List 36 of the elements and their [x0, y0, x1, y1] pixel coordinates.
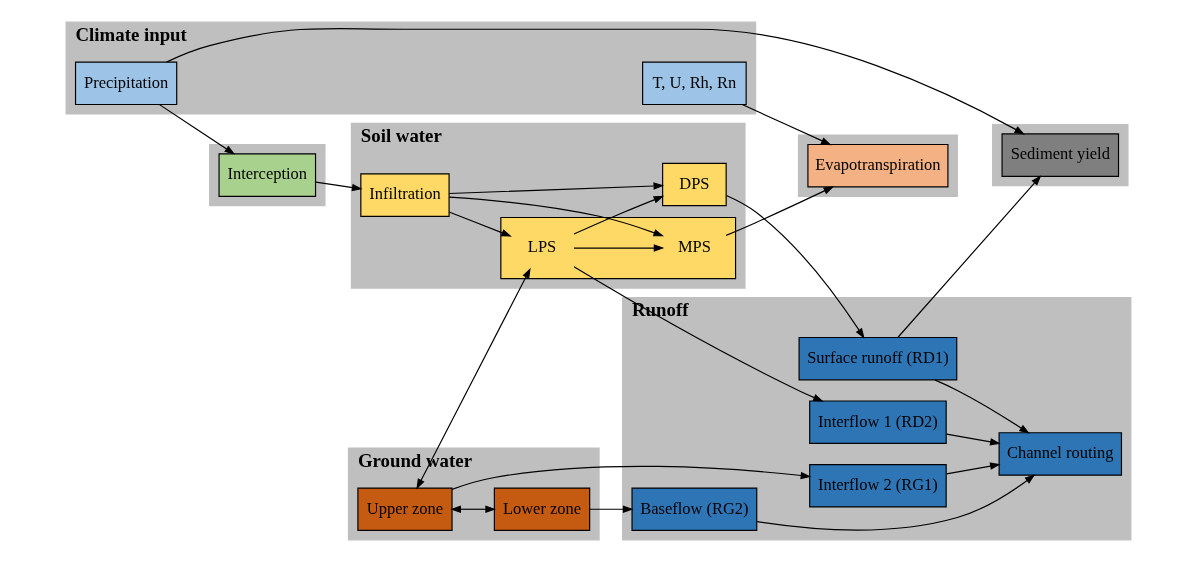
arrow: [897, 175, 1042, 338]
arrow: [946, 462, 1001, 475]
node-box: Precipitation: [74, 61, 178, 106]
node-box: Interflow 2 (RG1): [809, 463, 947, 508]
node-text: MPS: [677, 237, 711, 257]
node-box: Interflow 1 (RD2): [809, 400, 947, 444]
arrow: [946, 433, 1001, 446]
arrow: [573, 244, 665, 252]
arrow: [315, 181, 363, 192]
arrow: [448, 182, 665, 195]
arrow: [448, 196, 664, 237]
arrow: [573, 266, 824, 402]
node-box: Interception: [218, 153, 317, 197]
arrow: [934, 379, 1030, 434]
node-box: DPS: [662, 162, 727, 207]
arrow: [451, 465, 812, 490]
arrow: [448, 211, 512, 237]
node-box: Evapotranspiration: [807, 143, 949, 188]
arrow: [573, 195, 665, 235]
arrow: [416, 267, 531, 490]
node-box: Upper zone: [357, 487, 453, 531]
node-box: Baseflow (RG2): [631, 487, 758, 531]
arrow: [756, 474, 1036, 531]
arrow: [725, 186, 835, 236]
node-box: Channel routing: [998, 432, 1123, 476]
node-box: Lower zone: [493, 487, 591, 531]
arrow: [589, 505, 634, 513]
node-text: LPS: [527, 237, 557, 257]
arrow: [165, 28, 1025, 135]
node-box: Surface runoff (RD1): [798, 336, 958, 381]
arrow: [725, 194, 865, 339]
node-box: Sediment yield: [1001, 133, 1120, 177]
node-box: Infiltration: [360, 173, 450, 217]
arrow: [450, 505, 496, 513]
arrow: [741, 103, 832, 146]
node-box: T, U, Rh, Rn: [642, 61, 747, 106]
